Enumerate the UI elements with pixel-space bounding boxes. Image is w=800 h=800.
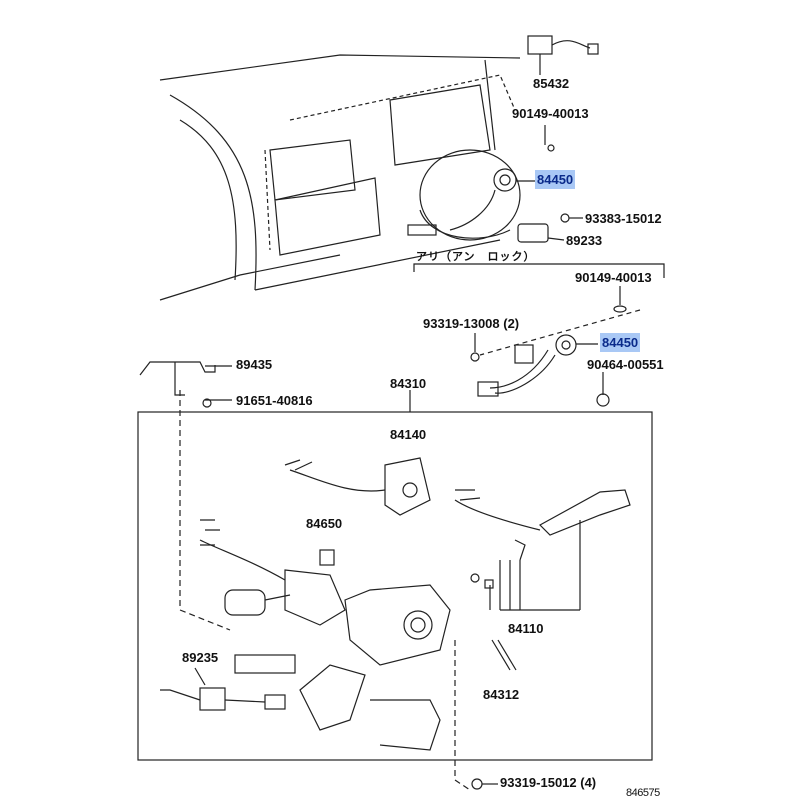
part-84650-drawing (199, 519, 346, 626)
part-label-85432[interactable]: 85432 (533, 76, 570, 91)
part-label-84310[interactable]: 84310 (390, 376, 427, 391)
part-label-90149-40013-b[interactable]: 90149-40013 (575, 270, 652, 285)
note-label: アリ（アン ロック） (416, 251, 536, 263)
bracket-89435-drawing (139, 361, 216, 376)
ignition-switch-assy-drawing (477, 334, 598, 397)
screw-drawing (547, 144, 555, 152)
part-label-93383-15012[interactable]: 93383-15012 (585, 211, 662, 226)
assembly-box (137, 411, 653, 761)
part-label-93319-15012[interactable]: 93319-15012 (4) (500, 775, 597, 790)
part-label-84110[interactable]: 84110 (508, 621, 544, 636)
part-label-84650[interactable]: 84650 (306, 516, 343, 531)
part-label-84450-highlighted[interactable]: 84450 (535, 170, 576, 189)
part-label-89435[interactable]: 89435 (236, 357, 273, 372)
part-label-90464-00551[interactable]: 90464-00551 (587, 357, 664, 372)
part-85432-drawing (527, 35, 599, 75)
part-label-84312[interactable]: 84312 (483, 687, 520, 702)
switch-body-drawing (299, 584, 451, 751)
part-label-90149-40013[interactable]: 90149-40013 (512, 106, 589, 121)
dashboard-drawing (159, 54, 521, 301)
part-label-89235[interactable]: 89235 (182, 650, 219, 665)
part-89235-drawing (160, 667, 286, 711)
part-label-84450-b-highlighted[interactable]: 84450 (600, 333, 641, 352)
ignition-switch-drawing (449, 168, 535, 231)
part-84110-drawing (454, 489, 631, 611)
part-label-84140[interactable]: 84140 (390, 427, 427, 442)
part-label-89233[interactable]: 89233 (566, 233, 603, 248)
part-label-93319-13008[interactable]: 93319-13008 (2) (423, 316, 520, 331)
part-label-91651-40816[interactable]: 91651-40816 (236, 393, 313, 408)
figure-number: 846575 (626, 787, 660, 799)
note-bracket (413, 263, 665, 278)
part-84140-drawing (284, 457, 431, 516)
